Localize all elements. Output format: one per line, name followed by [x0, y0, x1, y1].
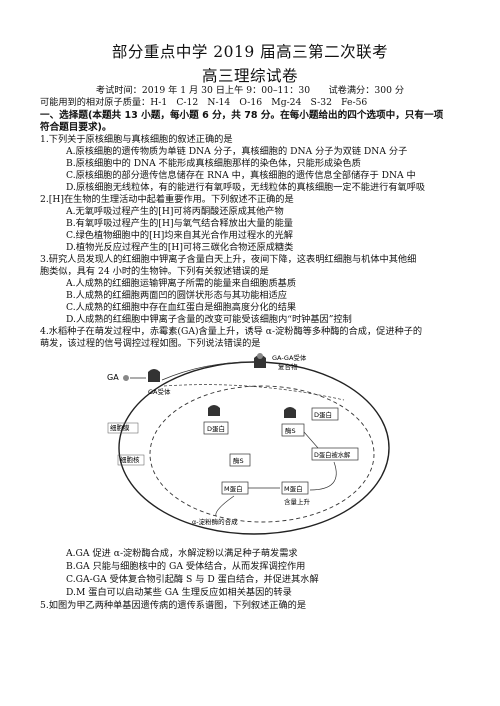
q1-option-b: B.原核细胞中的 DNA 不能形成真核细胞那样的染色体，只能形成染色质 — [66, 158, 361, 169]
q5-stem: 5.如图为甲乙两种单基因遗传病的遗传系谱图，下列叙述正确的是 — [40, 600, 307, 611]
ga-molecule-icon — [123, 375, 129, 381]
q2-option-b: B.有氧呼吸过程产生的[H]与氧气结合释放出大量的能量 — [66, 218, 293, 229]
q4-option-b: B.GA 只能与细胞核中的 GA 受体结合，从而发挥调控作用 — [66, 561, 306, 572]
q4-option-c: C.GA-GA 受体复合物引起酶 S 与 D 蛋白结合，并促进其水解 — [66, 574, 319, 585]
q2-stem: 2.[H]在生物的生理活动中起着重要作用。下列叙述不正确的是 — [40, 194, 294, 205]
q4-option-d: D.M 蛋白可以启动某些 GA 生理反应如相关基因的转录 — [66, 587, 292, 598]
q4-stem-cont: 萌发，该过程的信号调控过程如图。下列说法错误的是 — [40, 338, 261, 349]
flow-arrow-1 — [161, 361, 253, 381]
ga-label: GA — [107, 373, 119, 382]
d-protein-label: D蛋白 — [207, 424, 225, 433]
hydrolysis-box — [311, 447, 359, 461]
complex-ga-icon — [257, 353, 263, 359]
nucleus-label-box — [117, 454, 145, 466]
q2-option-c: C.绿色植物细胞中的[H]均来自其光合作用过程水的光解 — [66, 230, 293, 241]
flow-arrow-3 — [303, 431, 319, 449]
rise-label: 含量上升 — [284, 497, 311, 506]
receptor-label: GA受体 — [148, 387, 171, 396]
q1-option-a: A.原核细胞的遗传物质为单链 DNA 分子，真核细胞的 DNA 分子为双链 DN… — [66, 146, 408, 157]
d-protein-right-label: D蛋白 — [314, 410, 332, 419]
q3-option-b: B.人成熟的红细胞两面凹的圆饼状形态与其功能相适应 — [66, 290, 287, 301]
q1-stem: 1.下列关于原核细胞与真核细胞的叙述正确的是 — [40, 134, 233, 145]
q2-option-a: A.无氧呼吸过程产生的[H]可将丙酮酸还原成其他产物 — [66, 206, 284, 217]
q1-option-d: D.原核细胞无线粒体，有的能进行有氧呼吸，无线粒体的真核细胞一定不能进行有氧呼吸 — [66, 182, 426, 193]
complex-label: GA-GA受体 — [272, 353, 307, 362]
m-protein-right-label: M蛋白 — [284, 484, 303, 493]
amylase-label: α-淀粉酶的合成 — [192, 517, 238, 526]
enzyme-s-label: 酶S — [285, 426, 296, 435]
enzyme-s-middle-label: 酶S — [233, 456, 244, 465]
complex-label-2: 复合物 — [278, 362, 298, 371]
receptor-icon — [148, 369, 160, 382]
m-protein-right-box — [281, 481, 309, 495]
complex-icon — [254, 355, 266, 368]
enzyme-s-box — [281, 423, 305, 437]
exam-subtitle: 高三理综试卷 — [201, 67, 298, 85]
q3-option-d: D.人成熟的红细胞中钾离子含量的改变可能受该细胞内“时钟基因”控制 — [66, 314, 352, 325]
d-protein-box — [203, 421, 229, 435]
complex-right-icon — [284, 407, 296, 418]
flow-arrow-6 — [215, 495, 235, 517]
q3-stem-cont: 胞类似，具有 24 小时的生物钟。下列有关叙述错误的是 — [40, 266, 269, 277]
nucleus-label: 细胞核 — [120, 455, 140, 464]
q1-option-c: C.原核细胞的部分遗传信息储存在 RNA 中，真核细胞的遗传信息全部储存于 DN… — [66, 170, 416, 181]
exam-title: 部分重点中学 2019 届高三第二次联考 — [111, 43, 389, 61]
atomic-masses: 可能用到的相对原子质量：H-1 C-12 N-14 O-16 Mg-24 S-3… — [40, 97, 368, 108]
q4-stem: 4.水稻种子在萌发过程中，赤霉素(GA)含量上升，诱导 α-淀粉酶等多种酶的合成… — [40, 326, 423, 337]
membrane-label-box — [107, 422, 139, 434]
membrane-label: 细胞膜 — [110, 423, 130, 432]
flow-arrow-2 — [163, 384, 345, 401]
hydrolysis-label: D蛋白被水解 — [314, 450, 351, 459]
nucleus-outline — [149, 385, 375, 523]
enzyme-s-middle-box — [229, 453, 251, 467]
q4-option-a: A.GA 促进 α-淀粉酶合成，水解淀粉以满足种子萌发需求 — [66, 548, 298, 559]
q3-option-a: A.人成熟的红细胞运输钾离子所需的能量来自细胞质基质 — [66, 278, 297, 289]
section-heading-cont: 符合题目要求)。 — [40, 122, 112, 133]
d-protein-right-box — [311, 407, 339, 421]
flow-arrow-5 — [309, 461, 337, 491]
exam-info: 考试时间：2019 年 1 月 30 日上午 9：00–11：30 试卷满分：3… — [95, 85, 405, 96]
section-heading: 一、选择题(本题共 13 小题，每小题 6 分，共 78 分。在每小题给出的四个… — [40, 110, 444, 121]
q3-option-c: C.人成熟的红细胞中存在血红蛋白是细胞高度分化的结果 — [66, 302, 297, 313]
q3-stem: 3.研究人员发现人的红细胞中钾离子含量白天上升，夜间下降，这表明红细胞与机体中其… — [40, 254, 417, 265]
m-protein-label: M蛋白 — [224, 484, 243, 493]
ga-signal-diagram: GA GA受体 GA-GA受体 复合物 细胞膜 细胞核 D蛋白 酶S D蛋白 酶… — [107, 353, 390, 535]
d-protein-icon — [208, 405, 220, 416]
q2-option-d: D.植物光反应过程产生的[H]可将三碳化合物还原成糖类 — [66, 242, 294, 253]
